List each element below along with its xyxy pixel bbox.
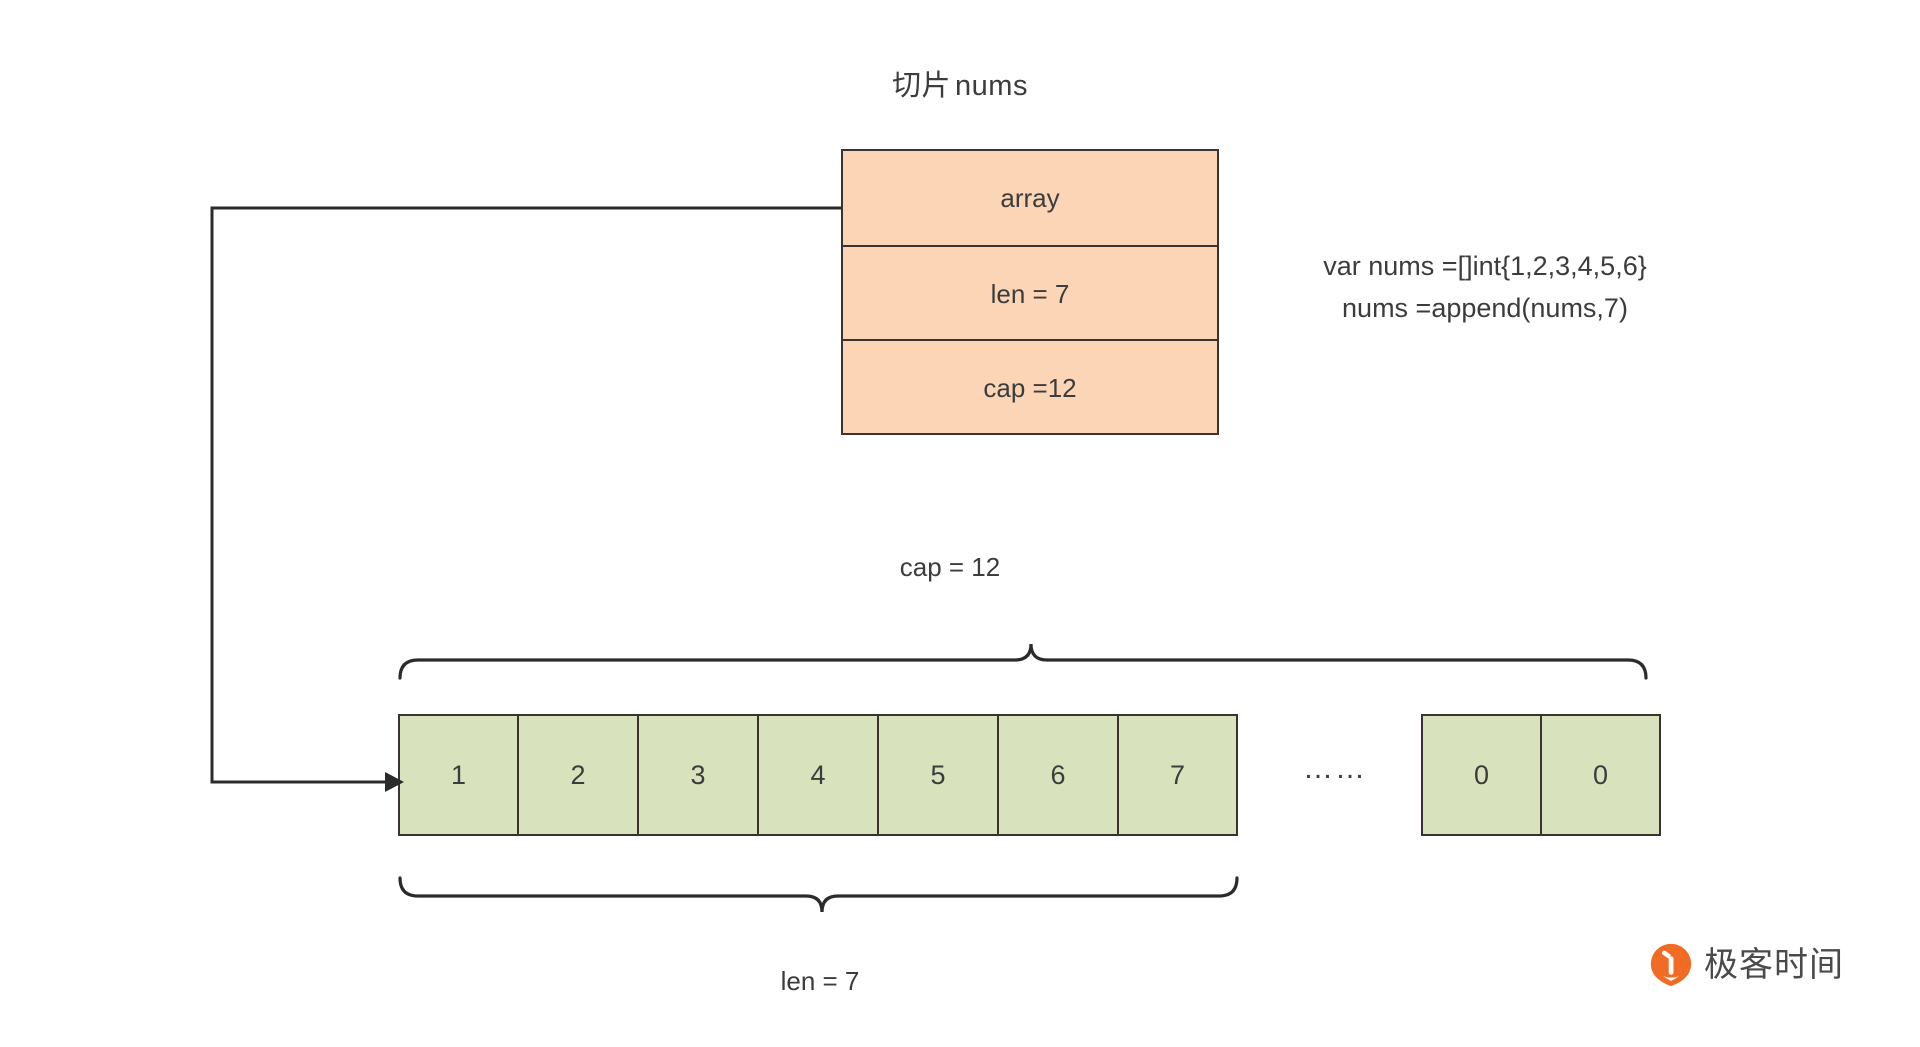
struct-row-cap: cap =12 (843, 339, 1217, 433)
array-cell: 3 (638, 714, 758, 836)
page-title-zh: 切片 (892, 70, 952, 102)
code-line-append: nums =append(nums,7) (1342, 293, 1628, 323)
code-annotation: var nums =[]int{1,2,3,4,5,6} nums =appen… (1245, 245, 1725, 329)
array-cell: 1 (398, 714, 518, 836)
geekbang-logo-icon (1650, 943, 1692, 987)
array-cell: 0 (1541, 714, 1661, 836)
code-line-declare: var nums =[]int{1,2,3,4,5,6} (1323, 251, 1647, 281)
struct-row-array: array (843, 151, 1217, 245)
brand-logo-text: 极客时间 (1704, 946, 1844, 984)
array-pointer-arrow (210, 206, 841, 784)
struct-row-len: len = 7 (843, 245, 1217, 339)
brand-logo: 极客时间 (1648, 942, 1844, 988)
array-cell: 0 (1421, 714, 1541, 836)
cap-label: cap = 12 (899, 552, 1001, 582)
array-cell: 7 (1118, 714, 1238, 836)
array-cell: 5 (878, 714, 998, 836)
array-cell: 2 (518, 714, 638, 836)
slice-header-struct: array len = 7 cap =12 (841, 149, 1219, 435)
cap-brace (398, 643, 1648, 680)
array-cell: 4 (758, 714, 878, 836)
array-cells-used: 1 2 3 4 5 6 7 (398, 714, 1238, 836)
page-title-name: nums (955, 70, 1028, 102)
len-brace (398, 876, 1239, 913)
array-cell: 6 (998, 714, 1118, 836)
len-label: len = 7 (780, 966, 860, 996)
array-ellipsis: …… (1303, 752, 1367, 785)
array-cells-spare: 0 0 (1421, 714, 1661, 836)
